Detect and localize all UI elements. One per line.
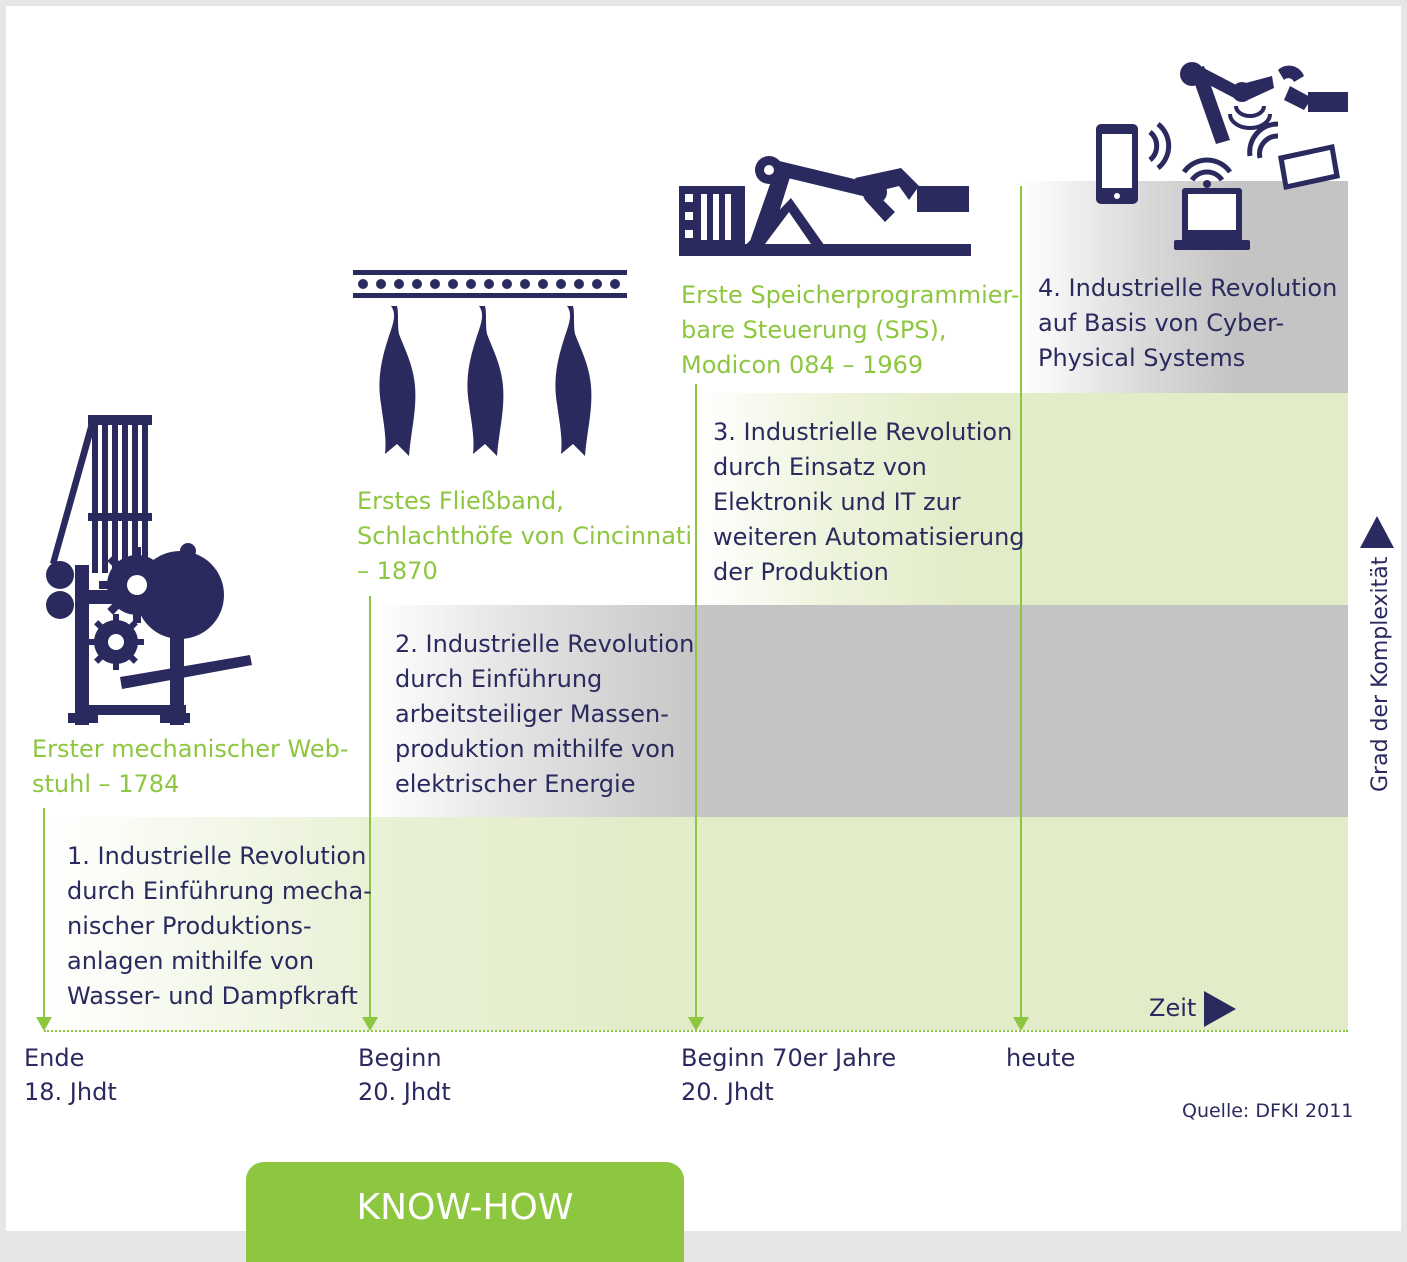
conveyor-icon bbox=[353, 270, 627, 456]
stage-3-marker-arrow bbox=[688, 1017, 704, 1031]
stage-2-marker-arrow bbox=[362, 1017, 378, 1031]
source-note: Quelle: DFKI 2011 bbox=[1182, 1100, 1354, 1122]
stage-3-marker-line bbox=[695, 384, 697, 1018]
stage-1-title: Erster mechanischer Web-stuhl – 1784 bbox=[32, 735, 349, 798]
y-axis-label: Grad der Komplexität bbox=[1368, 556, 1393, 792]
stage-4-date: heute bbox=[1006, 1044, 1076, 1072]
loom-icon bbox=[46, 415, 252, 725]
stage-4-marker-line bbox=[1020, 186, 1022, 1018]
stage-3-band bbox=[697, 393, 1348, 605]
stage-1-marker-arrow bbox=[36, 1017, 52, 1031]
stage-3-title: Erste Speicherprogrammier-bare Steuerung… bbox=[681, 281, 1020, 379]
y-axis-arrow-icon bbox=[1360, 516, 1394, 548]
stage-4-marker-arrow bbox=[1013, 1017, 1029, 1031]
x-axis-label: Zeit bbox=[1149, 994, 1197, 1022]
time-axis-line bbox=[44, 1030, 1348, 1032]
plc-robot-icon bbox=[679, 156, 971, 256]
cyber-physical-icon bbox=[1096, 62, 1348, 250]
know-how-tab[interactable]: KNOW-HOW bbox=[246, 1162, 684, 1262]
stage-1-marker-line bbox=[43, 808, 45, 1018]
stage-2-band bbox=[371, 605, 1348, 817]
stage-2-marker-line bbox=[369, 596, 371, 1018]
stage-2-title: Erstes Fließband,Schlachthöfe von Cincin… bbox=[357, 487, 693, 585]
x-axis-arrow-icon bbox=[1204, 991, 1236, 1027]
